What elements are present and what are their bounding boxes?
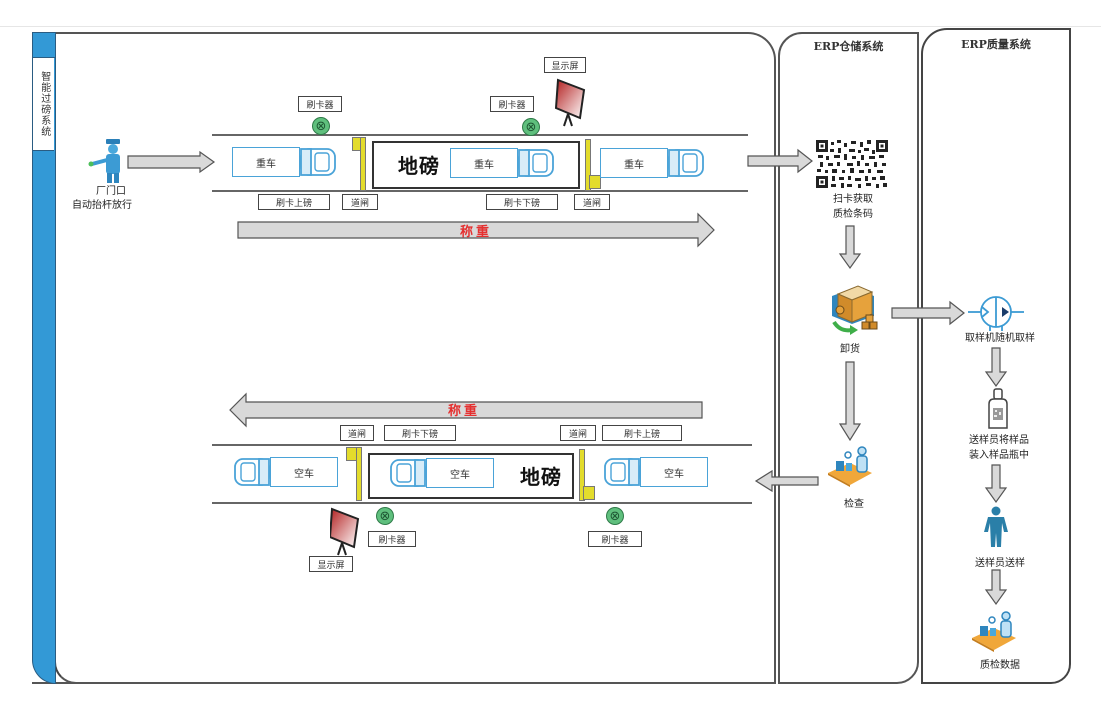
qms-panel <box>921 28 1071 684</box>
qc-data-workers-icon <box>972 611 1016 652</box>
courier-label: 送样员送样 <box>975 558 1025 569</box>
gate-guard-icon <box>88 139 120 183</box>
arrow-gate-to-lane <box>127 150 216 174</box>
arrow-outbound-weigh <box>229 392 703 428</box>
truck-cab-icon <box>300 148 336 176</box>
scan-label-1: 扫卡获取 <box>833 194 873 205</box>
inbound-barrier-pole-1 <box>360 137 366 191</box>
truck-cab-icon <box>604 458 640 486</box>
outbound-lane-bottom <box>212 502 752 504</box>
inbound-truck-1: 重车 <box>232 147 338 177</box>
inbound-truck-1-label: 重车 <box>232 147 300 177</box>
inbound-card-reader-label-1: 刷卡器 <box>298 96 342 112</box>
inbound-card-reader-icon-1: ⊗ <box>312 117 330 135</box>
outbound-display-icon <box>330 507 360 556</box>
inbound-scale-label: 地磅 <box>398 154 440 178</box>
inbound-truck-3: 重车 <box>600 148 706 178</box>
inbound-card-reader-label-2: 刷卡器 <box>490 96 534 112</box>
inbound-display-label: 显示屏 <box>544 57 586 73</box>
outbound-card-reader-icon-1: ⊗ <box>376 507 394 525</box>
inbound-lane-top <box>212 134 748 136</box>
inbound-tag-barrier-1: 道闸 <box>342 194 378 210</box>
wms-panel-title: ERP仓储系统 <box>813 40 884 53</box>
outbound-card-reader-label-2: 刷卡器 <box>588 531 642 547</box>
unload-truck-icon <box>832 285 878 335</box>
sampler-label: 取样机随机取样 <box>965 333 1035 344</box>
inbound-truck-2: 重车 <box>450 148 556 178</box>
arrow-inbound-weigh <box>237 212 715 248</box>
outbound-truck-1-label: 空车 <box>270 457 338 487</box>
outbound-tag-barrier-2: 道闸 <box>560 425 596 441</box>
truck-cab-icon <box>390 459 426 487</box>
arrow-scan-to-unload <box>838 225 862 270</box>
qc-data-label: 质检数据 <box>980 660 1020 671</box>
inspect-label: 检查 <box>844 499 864 510</box>
arrow-lane-to-scan <box>747 148 813 174</box>
wms-panel <box>778 32 919 684</box>
sampler-machine-icon <box>968 296 1024 331</box>
outbound-scale-label: 地磅 <box>520 465 562 489</box>
arrow-unload-to-sampler <box>891 300 965 326</box>
outbound-lane-top <box>212 444 752 446</box>
scan-label-2: 质检条码 <box>833 209 873 220</box>
arrow-inspect-to-lane <box>754 469 819 493</box>
weighbridge-panel-border <box>32 32 776 684</box>
outbound-truck-2: 空车 <box>388 458 494 488</box>
unload-label: 卸货 <box>840 344 860 355</box>
outbound-card-reader-icon-2: ⊗ <box>606 507 624 525</box>
bottle-label-1: 送样员将样品 <box>969 435 1029 446</box>
bottle-label-2: 装入样品瓶中 <box>969 450 1029 461</box>
inbound-weigh-label: 称重 <box>460 225 493 240</box>
courier-person-icon <box>984 506 1008 547</box>
outbound-tag-swipe-on: 刷卡上磅 <box>602 425 682 441</box>
inbound-display-icon <box>554 78 586 127</box>
gate-label-1: 厂门口 <box>96 186 126 197</box>
outbound-truck-3-label: 空车 <box>640 457 708 487</box>
inbound-truck-3-label: 重车 <box>600 148 668 178</box>
truck-cab-icon <box>518 149 554 177</box>
inspect-workers-icon <box>828 446 872 487</box>
outbound-truck-3: 空车 <box>602 457 708 487</box>
outbound-truck-1: 空车 <box>232 457 338 487</box>
outbound-tag-barrier-1: 道闸 <box>340 425 374 441</box>
outbound-truck-2-label: 空车 <box>426 458 494 488</box>
qms-panel-title: ERP质量系统 <box>961 38 1031 51</box>
qr-code-icon <box>816 140 888 188</box>
outbound-barrier-flag-2 <box>583 486 595 500</box>
outbound-display-label: 显示屏 <box>309 556 353 572</box>
weighbridge-lane-label: 智能过磅系统 <box>33 57 54 151</box>
top-divider <box>0 26 1101 27</box>
outbound-barrier-pole-2 <box>579 449 585 501</box>
inbound-card-reader-icon-2: ⊗ <box>522 118 540 136</box>
inbound-tag-swipe-off: 刷卡下磅 <box>486 194 558 210</box>
inbound-tag-swipe-on: 刷卡上磅 <box>258 194 330 210</box>
sample-bottle-icon <box>988 388 1008 429</box>
outbound-barrier-pole-1 <box>356 447 362 501</box>
arrow-bottle-to-courier <box>984 464 1008 504</box>
inbound-truck-2-label: 重车 <box>450 148 518 178</box>
outbound-tag-swipe-off: 刷卡下磅 <box>384 425 456 441</box>
arrow-courier-to-data <box>984 569 1008 606</box>
truck-cab-icon <box>668 149 704 177</box>
inbound-barrier-flag-2 <box>589 175 601 189</box>
inbound-lane-bottom <box>212 190 748 192</box>
inbound-barrier-pole-2 <box>585 139 591 191</box>
arrow-unload-to-inspect <box>838 361 862 442</box>
truck-cab-icon <box>234 458 270 486</box>
outbound-card-reader-label-1: 刷卡器 <box>368 531 416 547</box>
gate-label-2: 自动抬杆放行 <box>72 200 132 211</box>
arrow-sampler-to-bottle <box>984 347 1008 388</box>
outbound-weigh-label: 称重 <box>448 404 481 419</box>
inbound-tag-barrier-2: 道闸 <box>574 194 610 210</box>
